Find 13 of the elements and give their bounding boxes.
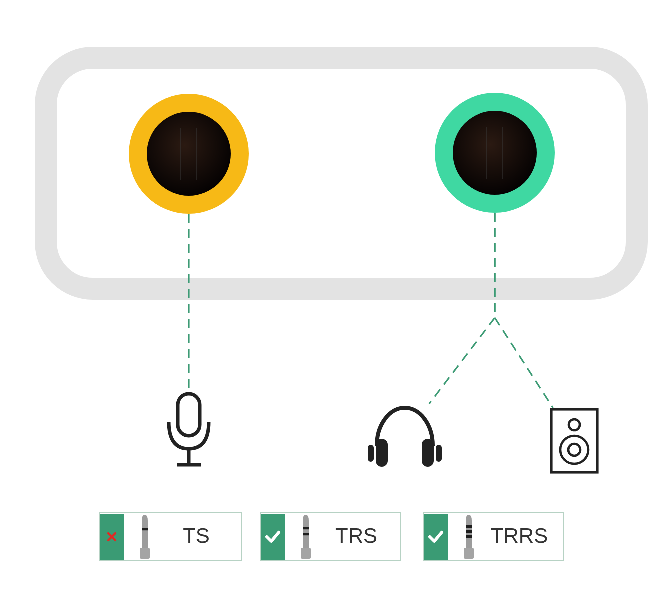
plug-type-label: TRRS [490,524,550,548]
headphones-icon [366,404,444,468]
speaker-icon [550,408,599,474]
plug-type-label: TRS [334,524,378,548]
plug-card [423,512,564,561]
leader-line [494,213,554,408]
device-panel [35,47,648,300]
plug-type-label: TS [182,524,211,548]
microphone-icon [165,392,213,468]
plug-card [260,512,401,561]
audio-jack [435,93,555,213]
plug-card [99,512,242,561]
audio-jack [129,94,249,214]
